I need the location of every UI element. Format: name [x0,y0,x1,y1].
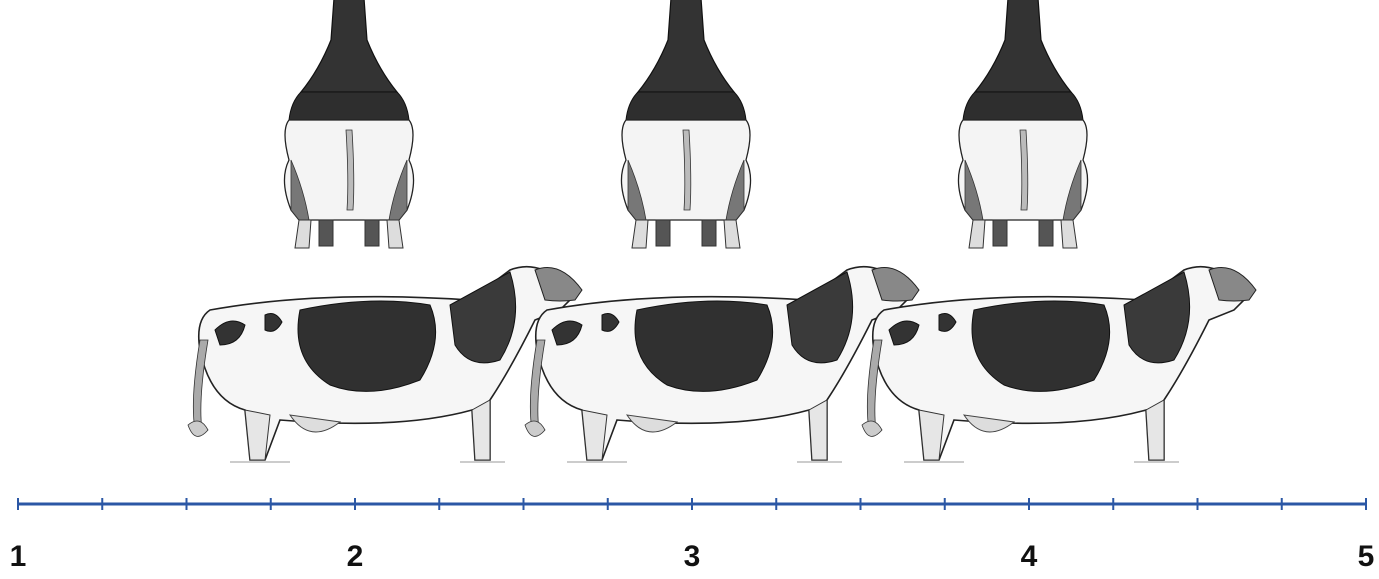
scale-label: 5 [1346,540,1379,574]
rear-view-cow [621,0,750,248]
side-view-cow [188,267,582,462]
scale-label: 2 [335,540,375,574]
cow-figure-score-2 [188,0,582,462]
rear-view-cow [284,0,413,248]
rear-view-cow [958,0,1087,248]
scale-label: 3 [672,540,712,574]
cow-figure-score-3 [525,0,919,462]
cow-figure-score-4 [862,0,1256,462]
scale-label: 4 [1009,540,1049,574]
scale-label: 1 [0,540,38,574]
side-view-cow [862,267,1256,462]
side-view-cow [525,267,919,462]
